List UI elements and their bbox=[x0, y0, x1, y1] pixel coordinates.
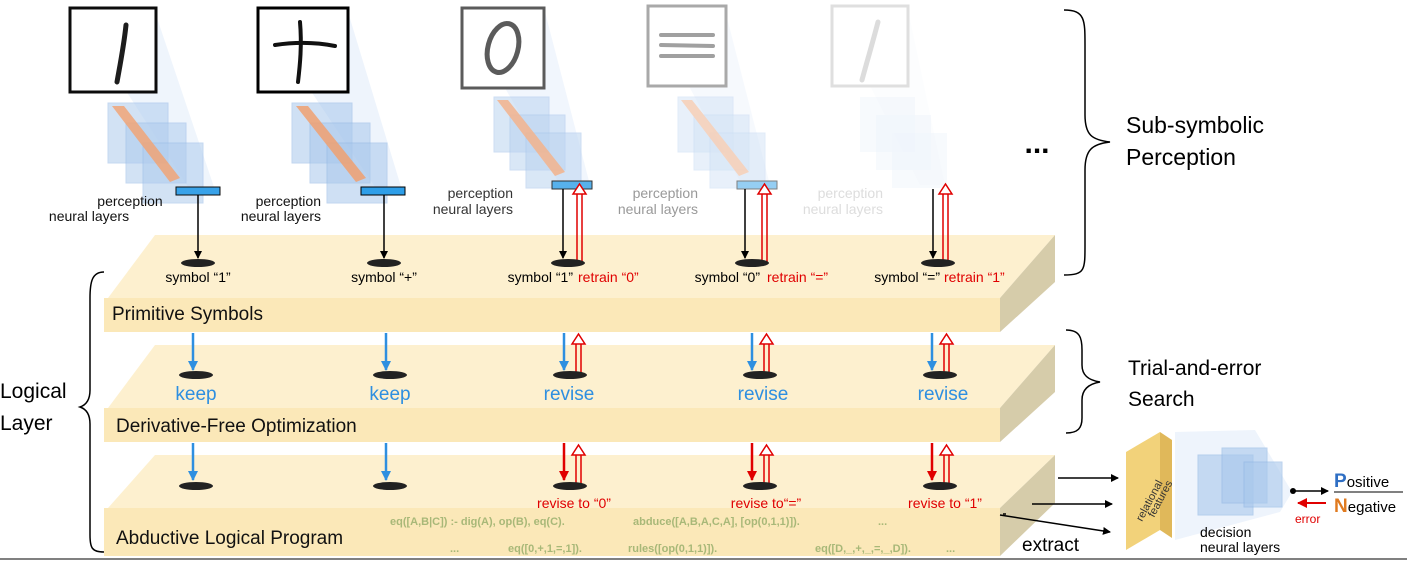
search-brace bbox=[1065, 329, 1101, 434]
symbol-nodes bbox=[181, 259, 955, 267]
program-clauses: eq([A,B|C]) :- dig(A), op(B), eq(C). abd… bbox=[390, 516, 955, 555]
primitive-layer-title: Primitive Symbols bbox=[112, 304, 263, 325]
perception-column-4 bbox=[646, 4, 778, 190]
retrain-arrows bbox=[571, 182, 954, 262]
perception-label: neural layers bbox=[618, 201, 698, 217]
more-columns-ellipsis: ... bbox=[1024, 127, 1049, 160]
symbol-label: symbol “+” bbox=[351, 269, 417, 285]
dfo-layer-title: Derivative-Free Optimization bbox=[116, 416, 357, 437]
program-clause: abduce([A,B,A,C,A], [op(0,1,1)]). bbox=[633, 516, 800, 528]
negative-label: Negative bbox=[1334, 496, 1396, 517]
action-label: keep bbox=[175, 384, 216, 405]
decision-layers-label-line1: decision bbox=[1200, 524, 1251, 540]
perception-label: perception bbox=[633, 185, 698, 201]
dfo-action-labels: keep keep revise revise revise bbox=[175, 384, 968, 405]
perception-label: perception bbox=[97, 193, 162, 209]
symbol-labels: symbol “1” symbol “+” symbol “1” retrain… bbox=[165, 269, 1005, 285]
primitive-layer-slab bbox=[104, 235, 1055, 332]
retrain-label: retrain “=” bbox=[767, 269, 828, 285]
program-clause: eq([A,B|C]) :- dig(A), op(B), eq(C). bbox=[390, 516, 565, 528]
perception-labels: perception neural layers perception neur… bbox=[49, 185, 883, 224]
perception-column-3 bbox=[460, 6, 593, 190]
perception-title-line2: Perception bbox=[1126, 144, 1236, 170]
extract-arrows bbox=[999, 474, 1119, 535]
program-clause: ... bbox=[946, 543, 955, 555]
search-title-line1: Trial-and-error bbox=[1128, 357, 1261, 380]
logical-layer-line2: Layer bbox=[0, 412, 53, 435]
search-title-line2: Search bbox=[1128, 388, 1195, 411]
action-label: revise bbox=[544, 384, 595, 405]
action-label: revise bbox=[738, 384, 789, 405]
program-clause: eq([0,+,1,=,1]). bbox=[508, 543, 582, 555]
perception-column-1 bbox=[68, 6, 221, 204]
symbol-label: symbol “1” bbox=[165, 269, 231, 285]
perception-column-5 bbox=[830, 4, 947, 188]
perception-label: neural layers bbox=[803, 201, 883, 217]
perception-label: neural layers bbox=[49, 208, 129, 224]
perception-label: perception bbox=[256, 193, 321, 209]
logical-layer-brace bbox=[77, 271, 105, 553]
error-label: error bbox=[1295, 512, 1320, 526]
program-clause: eq([D,_,+,_,=,_,D]). bbox=[815, 543, 911, 555]
perception-label: perception bbox=[448, 185, 513, 201]
perception-title-line1: Sub-symbolic bbox=[1126, 112, 1264, 138]
retrain-label: retrain “0” bbox=[578, 269, 639, 285]
positive-label: Positive bbox=[1334, 471, 1389, 492]
perception-label: perception bbox=[818, 185, 883, 201]
revise-to-label: revise to“=” bbox=[731, 495, 802, 511]
revise-to-label: revise to “0” bbox=[537, 495, 611, 511]
perception-brace bbox=[1063, 9, 1111, 276]
dfo-to-abductive-arrows bbox=[188, 443, 955, 484]
decision-neural-layers bbox=[1175, 430, 1292, 540]
symbol-label: symbol “1” bbox=[508, 269, 574, 285]
program-clause: rules([op(0,1,1)]). bbox=[628, 543, 717, 555]
perception-label: neural layers bbox=[241, 208, 321, 224]
perception-column-2 bbox=[256, 6, 406, 204]
abductive-layer-title: Abductive Logical Program bbox=[116, 528, 343, 549]
symbol-label: symbol “0” bbox=[695, 269, 761, 285]
dfo-nodes bbox=[179, 371, 957, 379]
abductive-nodes bbox=[179, 482, 957, 490]
perception-to-symbol-arrows bbox=[194, 189, 937, 259]
revise-to-label: revise to “1” bbox=[908, 495, 982, 511]
relational-features-block: relational features bbox=[1126, 432, 1176, 550]
decision-layers-label-line2: neural layers bbox=[1200, 539, 1280, 555]
program-clause: ... bbox=[450, 543, 459, 555]
extract-label: extract bbox=[1022, 535, 1080, 556]
revise-to-labels: revise to “0” revise to“=” revise to “1” bbox=[537, 495, 982, 511]
action-label: keep bbox=[369, 384, 410, 405]
action-label: revise bbox=[918, 384, 969, 405]
logical-layer-line1: Logical bbox=[0, 380, 67, 403]
symbol-label: symbol “=” bbox=[874, 269, 940, 285]
perception-label: neural layers bbox=[433, 201, 513, 217]
program-clause: ... bbox=[878, 516, 887, 528]
primitive-to-dfo-arrows bbox=[188, 332, 955, 373]
retrain-label: retrain “1” bbox=[944, 269, 1005, 285]
